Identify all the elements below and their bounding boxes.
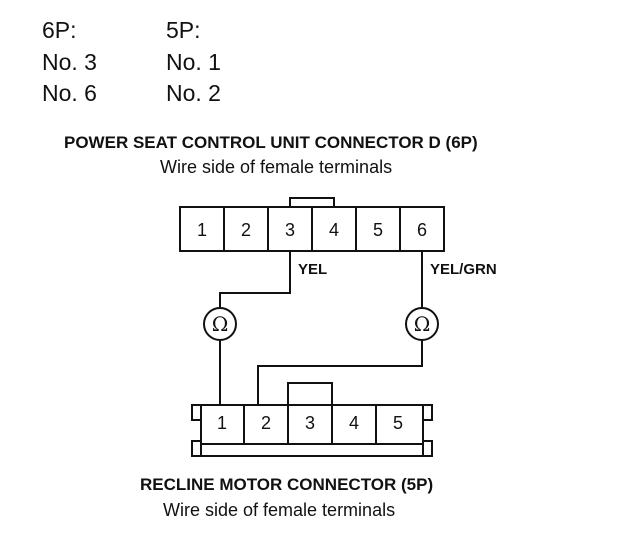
pin-6p-3: 3 (285, 220, 295, 240)
circuit-right: Ω (257, 251, 439, 405)
pin-5p-1: 1 (217, 413, 227, 433)
table-cell: No. 1 (166, 49, 221, 75)
connector-5p-latch (287, 382, 333, 406)
table-header-6p: 6P: (42, 17, 77, 43)
pin-6p-5: 5 (373, 220, 383, 240)
connector-6p-title: POWER SEAT CONTROL UNIT CONNECTOR D (6P) (64, 133, 478, 152)
pin-6p-2: 2 (241, 220, 251, 240)
table-cell: No. 6 (42, 80, 97, 106)
connector-6p-subtitle: Wire side of female terminals (160, 157, 392, 177)
table-header-5p: 5P: (166, 17, 201, 43)
pin-6p-1: 1 (197, 220, 207, 240)
wire-left-upper (219, 251, 291, 308)
connector-5p-subtitle: Wire side of female terminals (163, 500, 395, 520)
wire-right-lower (257, 340, 423, 405)
pin-5p-3: 3 (305, 413, 315, 433)
pin-6p-4: 4 (329, 220, 339, 240)
pin-5p-5: 5 (393, 413, 403, 433)
connector-5p-title: RECLINE MOTOR CONNECTOR (5P) (140, 475, 433, 494)
ohm-icon: Ω (212, 312, 229, 336)
circuit-left: Ω (203, 251, 291, 405)
pin-5p-2: 2 (261, 413, 271, 433)
ohm-icon: Ω (414, 312, 431, 336)
pin-5p-4: 4 (349, 413, 359, 433)
table-cell: No. 3 (42, 49, 97, 75)
pin-6p-6: 6 (417, 220, 427, 240)
wire-label-right: YEL/GRN (430, 261, 497, 278)
connector-6p: 1 2 3 4 5 6 (179, 197, 445, 252)
pin-table: 6P: 5P: No. 3 No. 1 No. 6 No. 2 (42, 17, 221, 106)
connector-5p: 1 2 3 4 5 (191, 382, 433, 457)
table-cell: No. 2 (166, 80, 221, 106)
wire-label-left: YEL (298, 261, 327, 278)
